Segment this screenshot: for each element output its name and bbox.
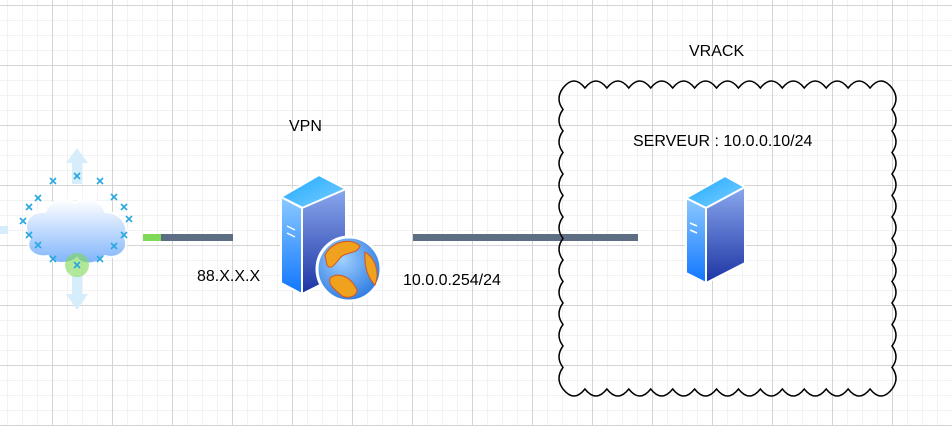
vpn-node[interactable] [278,173,383,303]
connection-points [19,172,133,263]
edge-line[interactable] [413,234,638,241]
server-icon [683,174,748,285]
vpn-title: VPN [289,118,322,135]
edge-internet-vpn[interactable] [143,234,233,241]
edge-vpn-server[interactable] [413,234,638,241]
server-label: SERVEUR : 10.0.0.10/24 [633,133,813,150]
edge-endpoint-handle[interactable] [143,234,161,241]
move-arrow-left-icon[interactable] [0,226,8,234]
internet-node[interactable] [0,148,133,310]
move-arrow-down-icon[interactable] [66,276,88,310]
private-gateway-label: 10.0.0.254/24 [403,272,501,289]
server-node[interactable] [683,174,748,285]
vrack-title: VRACK [689,43,745,60]
public-ip-label: 88.X.X.X [197,268,261,285]
edge-line[interactable] [143,234,233,241]
web-server-icon [278,173,383,303]
move-arrow-up-icon[interactable] [66,148,88,184]
vrack-container[interactable] [558,80,897,397]
